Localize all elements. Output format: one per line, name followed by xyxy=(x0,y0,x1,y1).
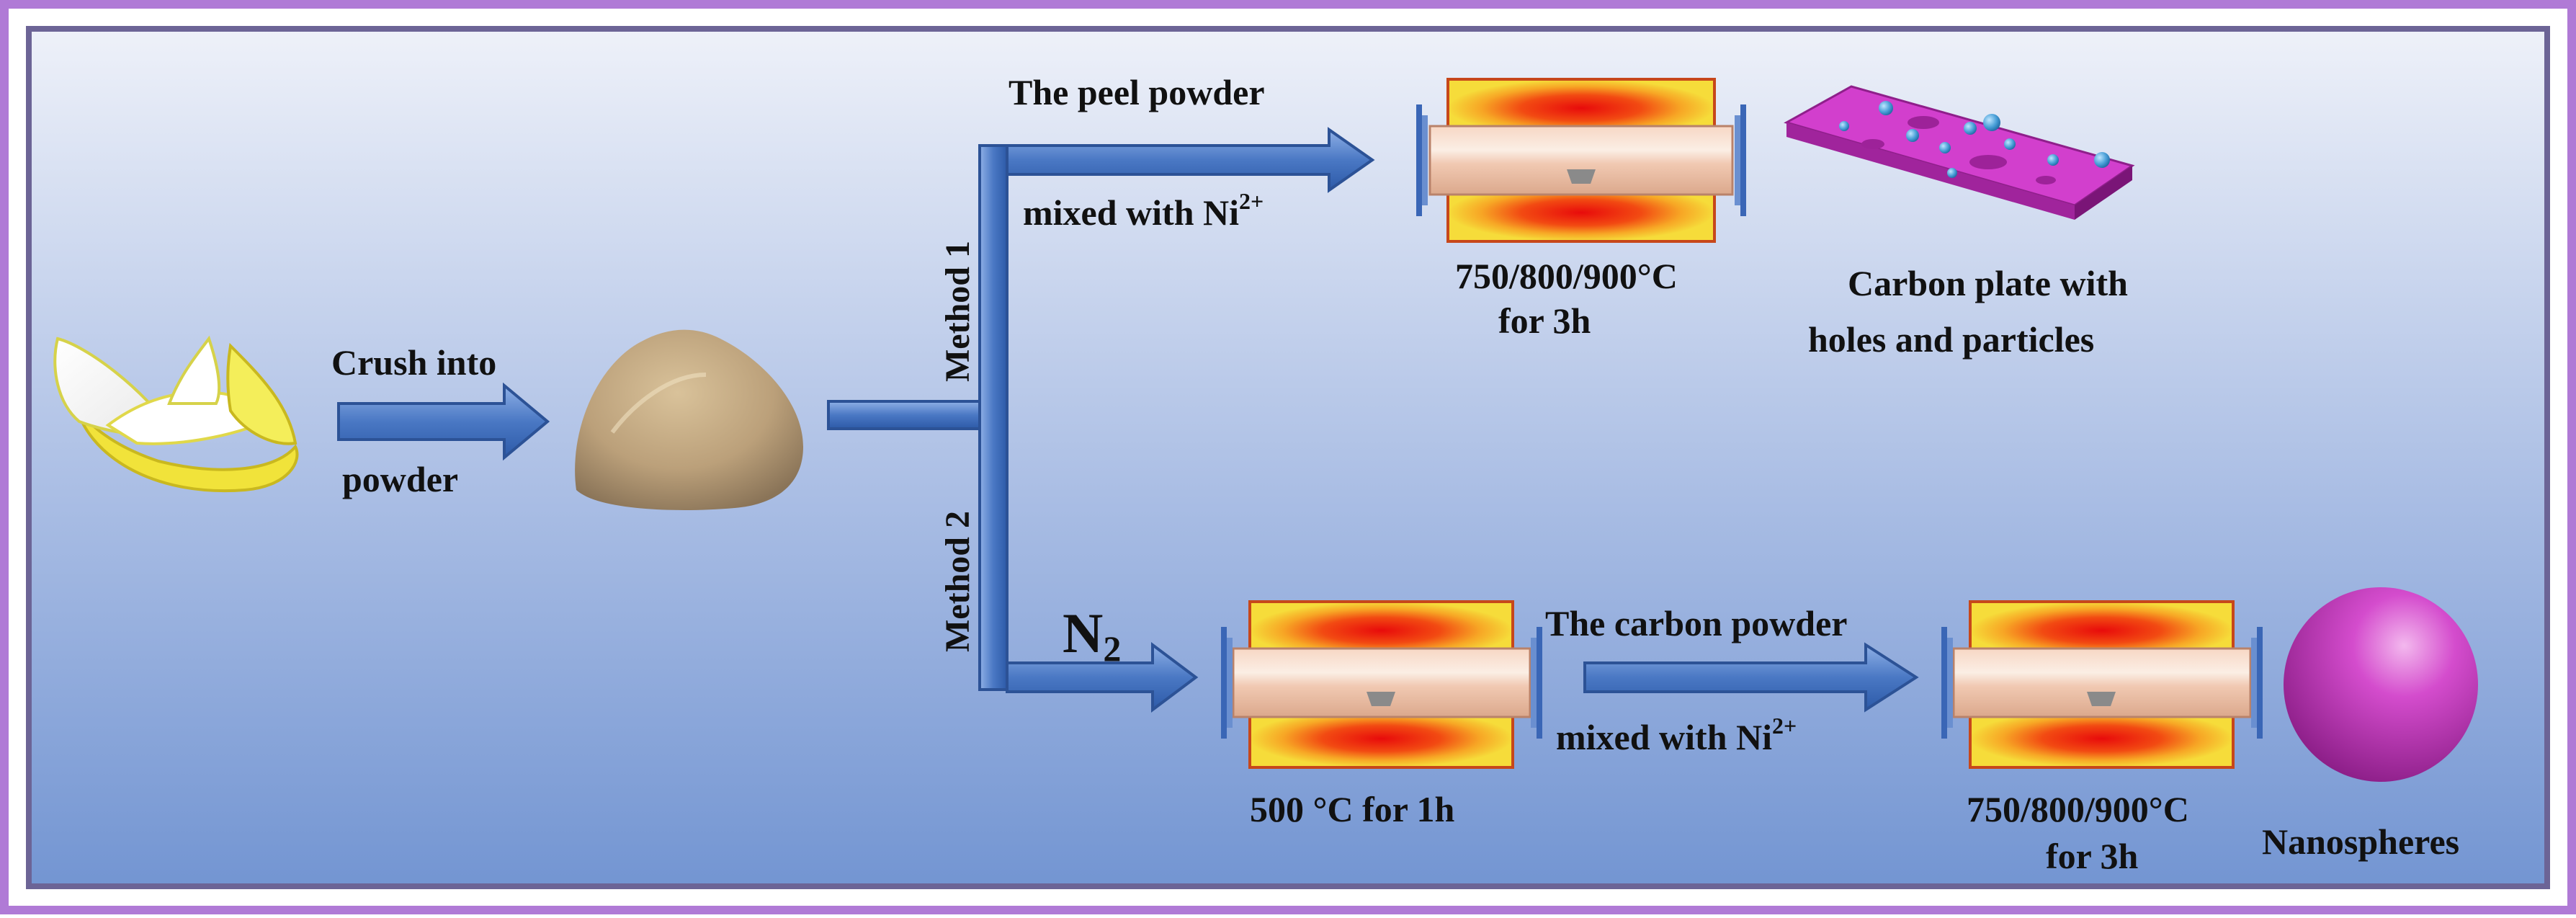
furnace3-label-line1: 750/800/900°C xyxy=(1967,789,2189,829)
method2-label: Method 2 xyxy=(939,511,977,652)
crush-label-line2: powder xyxy=(342,459,458,499)
furnace2-label: 500 °C for 1h xyxy=(1250,789,1455,829)
carbon-label-line1: The carbon powder xyxy=(1545,603,1847,643)
plate-label-line1: Carbon plate with xyxy=(1848,263,2128,303)
carbon-plate-icon xyxy=(1784,85,2135,220)
crush-label-line1: Crush into xyxy=(331,342,496,383)
peel-label-line2: mixed with Ni2+ xyxy=(1023,188,1264,233)
lemon-peel-icon xyxy=(53,335,299,493)
furnace1-label-line1: 750/800/900°C xyxy=(1455,256,1678,296)
tube-furnace-icon xyxy=(1941,600,2263,769)
powder-pile-icon xyxy=(575,329,803,511)
carbon-arrow xyxy=(1583,642,1919,713)
crush-arrow xyxy=(337,382,550,461)
furnace3-label-line2: for 3h xyxy=(2046,836,2138,876)
peel-label-line1: The peel powder xyxy=(1009,72,1265,112)
method1-label: Method 1 xyxy=(939,241,977,382)
nanospheres-label: Nanospheres xyxy=(2262,821,2459,862)
nanosphere-icon xyxy=(2284,587,2478,782)
split-connector xyxy=(827,127,1375,713)
plate-label-line2: holes and particles xyxy=(1808,319,2094,360)
carbon-label-line2: mixed with Ni2+ xyxy=(1556,713,1797,757)
n2-label: N2 xyxy=(1063,602,1121,669)
tube-furnace-icon xyxy=(1416,78,1746,243)
furnace1-label-line2: for 3h xyxy=(1498,300,1591,341)
tube-furnace-icon xyxy=(1221,600,1542,769)
